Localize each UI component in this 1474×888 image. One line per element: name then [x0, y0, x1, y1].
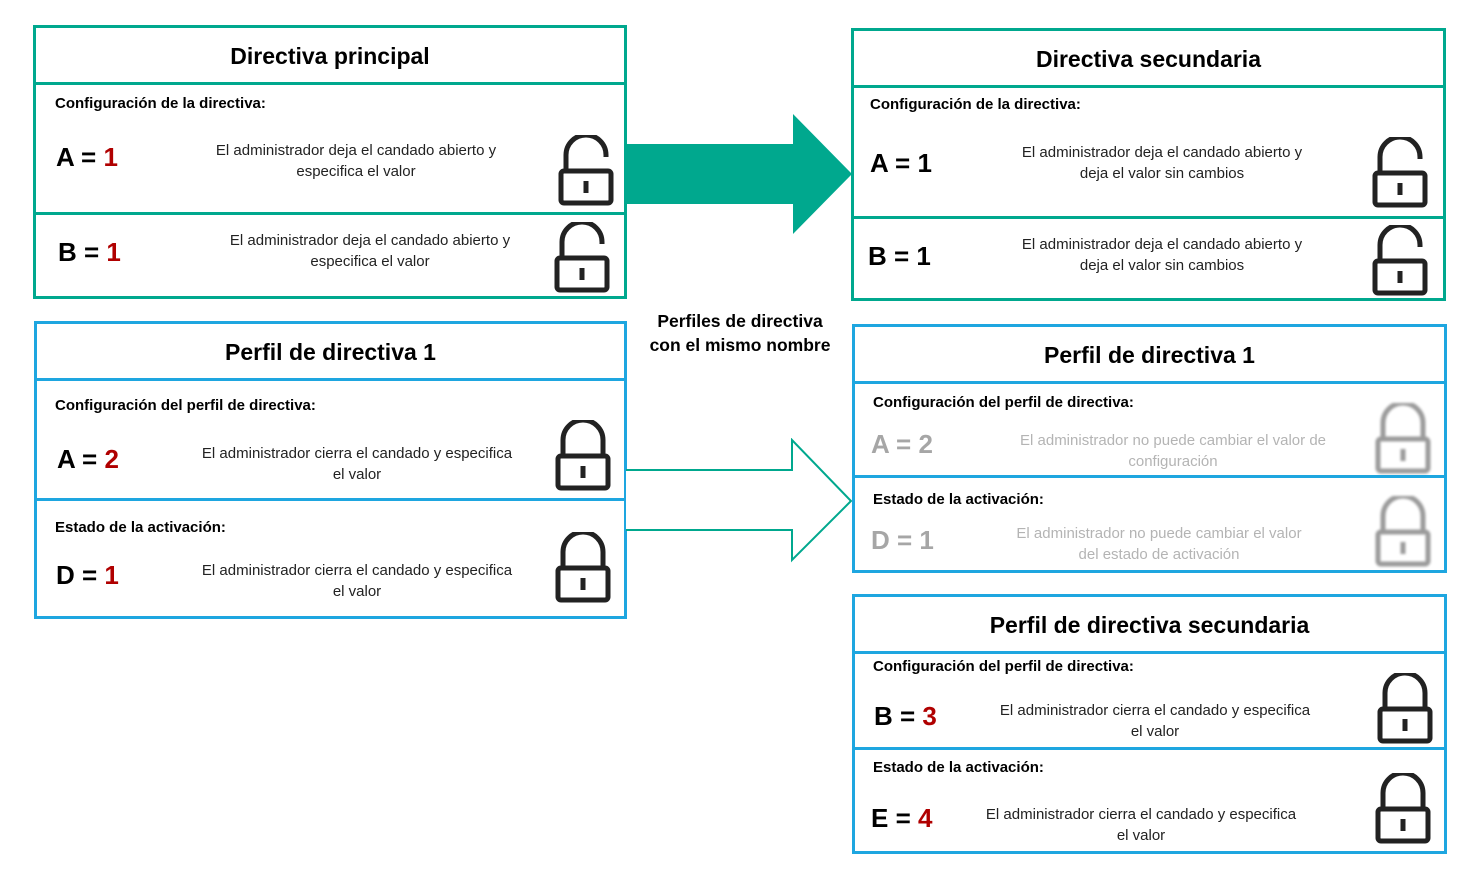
profile-arrow [626, 438, 853, 563]
desc-line: El administrador cierra el candado y esp… [999, 702, 1311, 719]
secondary-policy-assign-a: A = 1 [870, 148, 932, 178]
desc-line: el valor [332, 583, 382, 600]
secondary-policy-desc-b: El administrador deja el candado abierto… [972, 234, 1352, 276]
var-value: 1 [106, 237, 121, 267]
unlocked-padlock-icon [1372, 137, 1432, 209]
desc-line: El administrador deja el candado abierto… [1021, 144, 1303, 161]
var-value: 1 [104, 560, 119, 590]
var-value: 1 [917, 148, 932, 178]
right-profile-title: Perfil de directiva 1 [855, 327, 1444, 384]
desc-line: El administrador deja el candado abierto… [1021, 236, 1303, 253]
left-profile-assign-d: D = 1 [56, 560, 119, 590]
desc-line: El administrador no puede cambiar el val… [1020, 432, 1326, 449]
right-profile-assign-a: A = 2 [871, 429, 933, 459]
desc-line: El administrador cierra el candado y esp… [985, 806, 1297, 823]
row-divider [855, 747, 1444, 750]
var-name: A [56, 142, 74, 172]
var-value: 3 [922, 701, 937, 731]
var-value: 1 [916, 241, 931, 271]
unlocked-padlock-icon [558, 135, 618, 207]
var-name: A [871, 429, 889, 459]
desc-line: El administrador deja el candado abierto… [215, 142, 497, 159]
right-profile-section2-label: Estado de la activación: [873, 491, 1044, 508]
var-name: D [56, 560, 75, 590]
desc-line: El administrador cierra el candado y esp… [201, 562, 513, 579]
left-profile-assign-a: A = 2 [57, 444, 119, 474]
left-profile-section1-label: Configuración del perfil de directiva: [55, 397, 316, 414]
disabled-padlock-icon [1375, 403, 1435, 475]
secondary-policy-box: Directiva secundaria Configuración de la… [851, 28, 1446, 301]
desc-line: El administrador cierra el candado y esp… [201, 445, 513, 462]
secondary-profile-title: Perfil de directiva secundaria [855, 597, 1444, 654]
row-divider [854, 216, 1443, 219]
desc-line: deja el valor sin cambios [1079, 257, 1245, 274]
locked-padlock-icon [555, 532, 615, 604]
var-name: A [870, 148, 888, 178]
row-divider [855, 475, 1444, 478]
secondary-profile-section1-label: Configuración del perfil de directiva: [873, 658, 1134, 675]
var-value: 2 [104, 444, 119, 474]
locked-padlock-icon [1375, 773, 1435, 845]
secondary-profile-desc-b: El administrador cierra el candado y esp… [965, 700, 1345, 742]
main-policy-assign-a: A = 1 [56, 142, 118, 172]
right-profile-desc-d: El administrador no puede cambiar el val… [969, 523, 1349, 565]
left-profile-section2-label: Estado de la activación: [55, 519, 226, 536]
locked-padlock-icon [1377, 673, 1437, 745]
desc-line: especifica el valor [296, 163, 416, 180]
right-profile-assign-d: D = 1 [871, 525, 934, 555]
locked-padlock-icon [555, 420, 615, 492]
desc-line: El administrador deja el candado abierto… [229, 232, 511, 249]
var-value: 1 [103, 142, 118, 172]
var-value: 4 [917, 803, 933, 833]
same-name-caption: Perfiles de directiva con el mismo nombr… [628, 309, 852, 357]
var-name: E [871, 803, 889, 833]
var-name: A [57, 444, 75, 474]
left-profile-box: Perfil de directiva 1 Configuración del … [34, 321, 627, 619]
secondary-policy-desc-a: El administrador deja el candado abierto… [972, 142, 1352, 184]
var-name: B [58, 237, 77, 267]
main-policy-section-label: Configuración de la directiva: [55, 95, 266, 112]
disabled-padlock-icon [1375, 496, 1435, 568]
secondary-profile-desc-e: El administrador cierra el candado y esp… [951, 804, 1331, 846]
secondary-profile-box: Perfil de directiva secundaria Configura… [852, 594, 1447, 854]
row-divider [37, 498, 624, 501]
left-profile-title: Perfil de directiva 1 [37, 324, 624, 381]
desc-line: el valor [332, 466, 382, 483]
desc-line: el valor [1130, 723, 1180, 740]
right-profile-box: Perfil de directiva 1 Configuración del … [852, 324, 1447, 573]
secondary-policy-assign-b: B = 1 [868, 241, 931, 271]
secondary-profile-assign-e: E = 4 [871, 803, 933, 833]
unlocked-padlock-icon [554, 222, 614, 294]
left-profile-desc-a: El administrador cierra el candado y esp… [167, 443, 547, 485]
main-policy-box: Directiva principal Configuración de la … [33, 25, 627, 299]
main-policy-desc-a: El administrador deja el candado abierto… [166, 140, 546, 182]
desc-line: especifica el valor [310, 253, 430, 270]
caption-line: Perfiles de directiva [657, 311, 823, 331]
inheritance-arrow [626, 114, 852, 234]
secondary-profile-section2-label: Estado de la activación: [873, 759, 1044, 776]
desc-line: deja el valor sin cambios [1079, 165, 1245, 182]
secondary-policy-title: Directiva secundaria [854, 31, 1443, 88]
desc-line: el valor [1116, 827, 1166, 844]
main-policy-desc-b: El administrador deja el candado abierto… [180, 230, 560, 272]
var-name: B [868, 241, 887, 271]
row-divider [36, 212, 624, 215]
right-profile-desc-a: El administrador no puede cambiar el val… [983, 430, 1363, 472]
right-profile-section1-label: Configuración del perfil de directiva: [873, 394, 1134, 411]
desc-line: del estado de activación [1078, 546, 1240, 563]
unlocked-padlock-icon [1372, 225, 1432, 297]
var-name: B [874, 701, 893, 731]
caption-line: con el mismo nombre [649, 335, 831, 355]
desc-line: configuración [1128, 453, 1218, 470]
var-value: 2 [918, 429, 933, 459]
secondary-profile-assign-b: B = 3 [874, 701, 937, 731]
secondary-policy-section-label: Configuración de la directiva: [870, 96, 1081, 113]
var-name: D [871, 525, 890, 555]
var-value: 1 [919, 525, 934, 555]
left-profile-desc-d: El administrador cierra el candado y esp… [167, 560, 547, 602]
main-policy-title: Directiva principal [36, 28, 624, 85]
main-policy-assign-b: B = 1 [58, 237, 121, 267]
desc-line: El administrador no puede cambiar el val… [1016, 525, 1302, 542]
